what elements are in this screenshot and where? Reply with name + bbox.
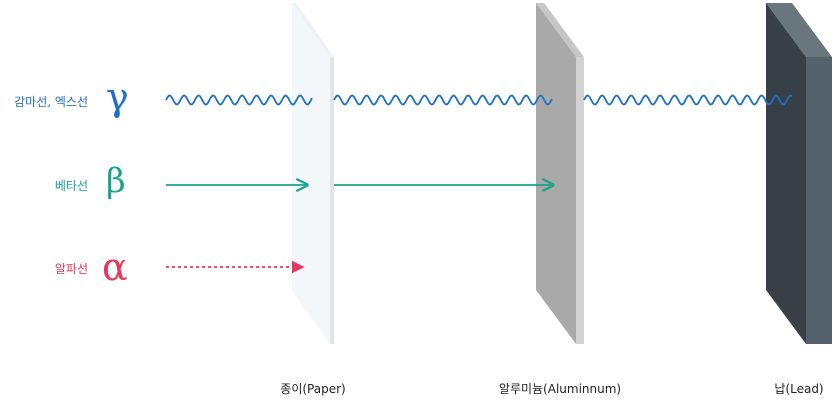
- lead-label: 납(Lead): [774, 382, 824, 396]
- aluminum-top-face: [536, 3, 584, 57]
- aluminum-label: 알루미늄(Aluminnum): [498, 382, 622, 396]
- paper-front-face: [292, 3, 330, 344]
- lead-top-face: [766, 3, 832, 57]
- paper-side-face: [330, 57, 334, 344]
- paper-label: 종이(Paper): [280, 382, 346, 396]
- aluminum-side-face: [576, 57, 584, 344]
- gamma-wave-segment-3: [583, 94, 793, 106]
- gamma-wave-segment-1: [165, 94, 313, 106]
- paper-barrier: [292, 3, 334, 344]
- beta-symbol: β: [106, 161, 126, 201]
- alpha-symbol: α: [102, 245, 128, 289]
- paper-top-face: [292, 3, 334, 57]
- gamma-ray-label: 감마선, 엑스선: [14, 95, 88, 109]
- alpha-ray-label: 알파선: [54, 262, 88, 276]
- lead-barrier: [766, 3, 832, 344]
- beta-ray-label: 베타선: [54, 179, 88, 193]
- lead-side-face: [806, 57, 832, 344]
- lead-front-face: [766, 3, 806, 344]
- aluminum-front-face: [536, 3, 576, 344]
- gamma-symbol: γ: [106, 75, 129, 119]
- aluminum-barrier: [536, 3, 584, 344]
- gamma-wave-segment-2: [333, 94, 553, 106]
